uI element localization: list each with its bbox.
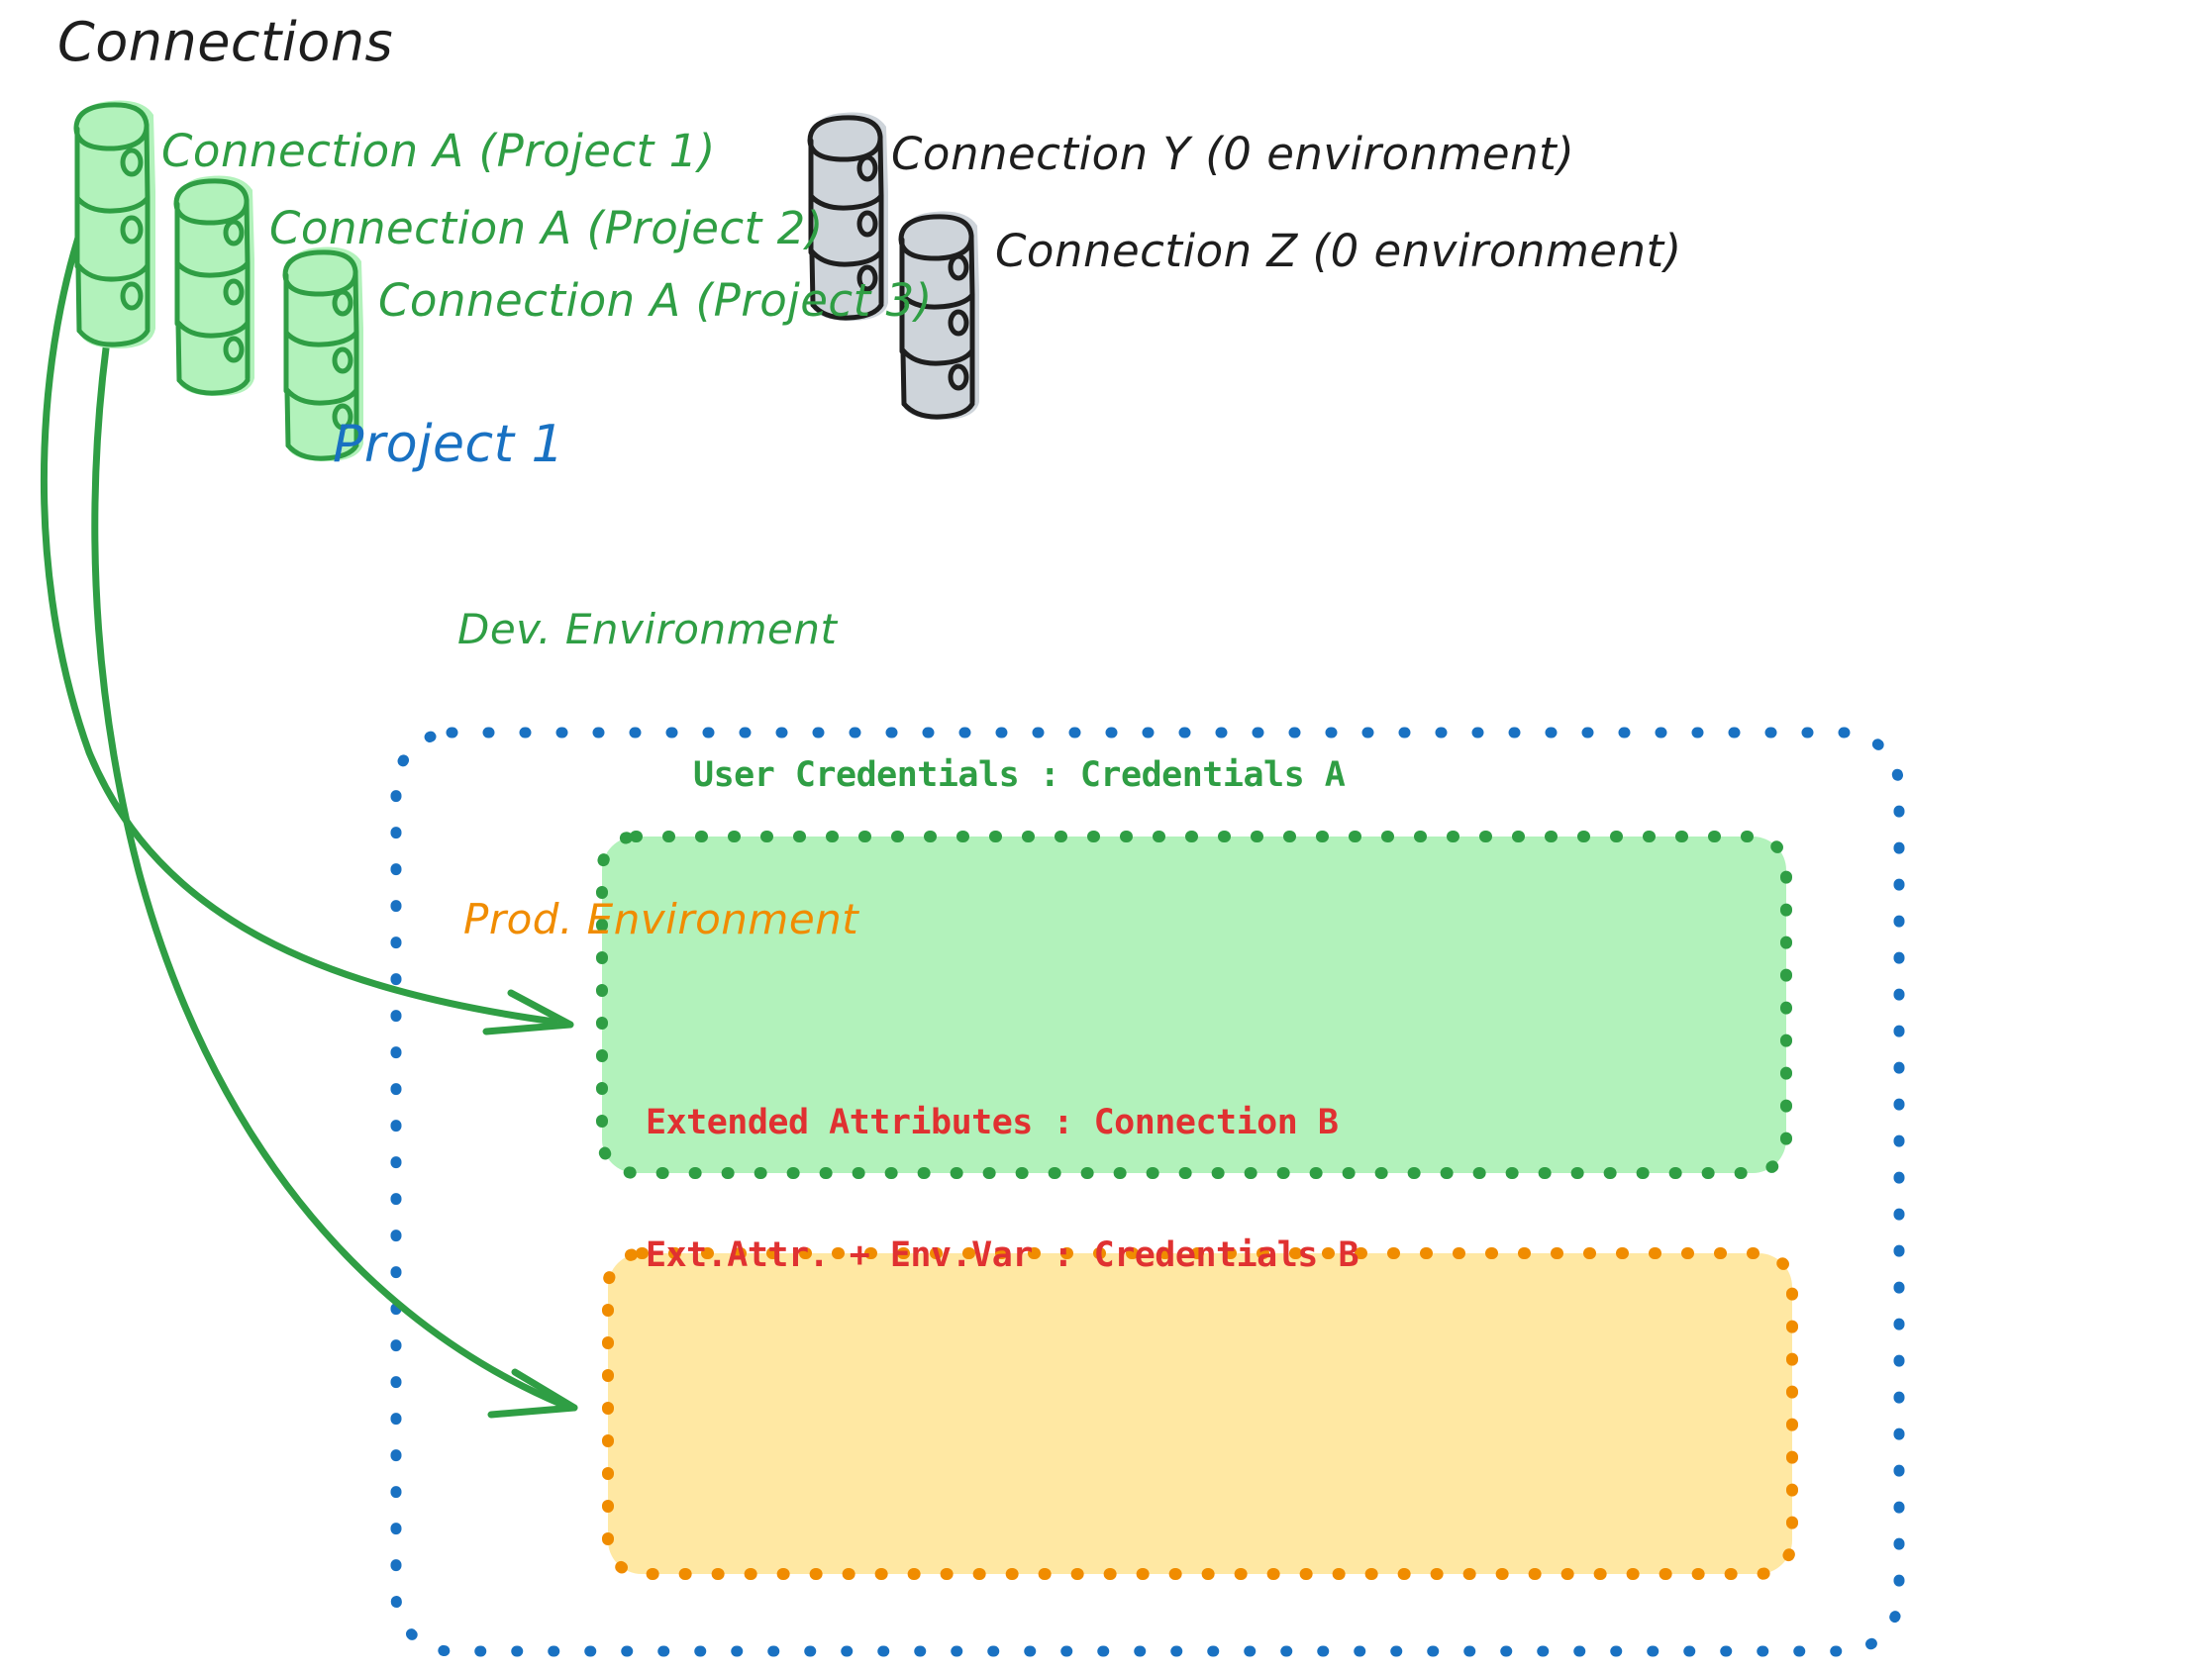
- connection-label-z: Connection Z (0 environment): [995, 225, 1682, 277]
- connection-label-a-project-3: Connection A (Project 3): [378, 274, 933, 327]
- prod-row-ext-attr-env-var: Ext.Attr. + Env.Var : Credentials B: [646, 1234, 1359, 1275]
- database-icon: [807, 112, 888, 321]
- database-icon: [173, 175, 254, 396]
- prod-environment-rows: Extended Attributes : Connection B Ext.A…: [646, 1012, 1359, 1323]
- database-icon: [898, 211, 979, 420]
- database-icon: [73, 100, 155, 348]
- arrow-connection-a-to-dev-env: [40, 186, 574, 1035]
- connection-label-y: Connection Y (0 environment): [891, 128, 1575, 180]
- prod-environment-box: [602, 1247, 1798, 1580]
- connection-label-a-project-2: Connection A (Project 2): [269, 202, 824, 254]
- connection-label-a-project-1: Connection A (Project 1): [161, 125, 716, 177]
- dev-environment-title: Dev. Environment: [457, 605, 838, 653]
- project-1-container: [390, 727, 1905, 1657]
- dev-environment-credentials-row: User Credentials : Credentials A: [693, 755, 1346, 795]
- project-title: Project 1: [333, 415, 565, 474]
- database-icon: [282, 246, 363, 461]
- dev-environment-box: [596, 831, 1792, 1179]
- prod-row-extended-attributes: Extended Attributes : Connection B: [646, 1102, 1339, 1142]
- page-title: Connections: [57, 11, 394, 73]
- arrow-connection-a-to-prod-env: [91, 246, 578, 1419]
- prod-environment-title: Prod. Environment: [463, 895, 859, 943]
